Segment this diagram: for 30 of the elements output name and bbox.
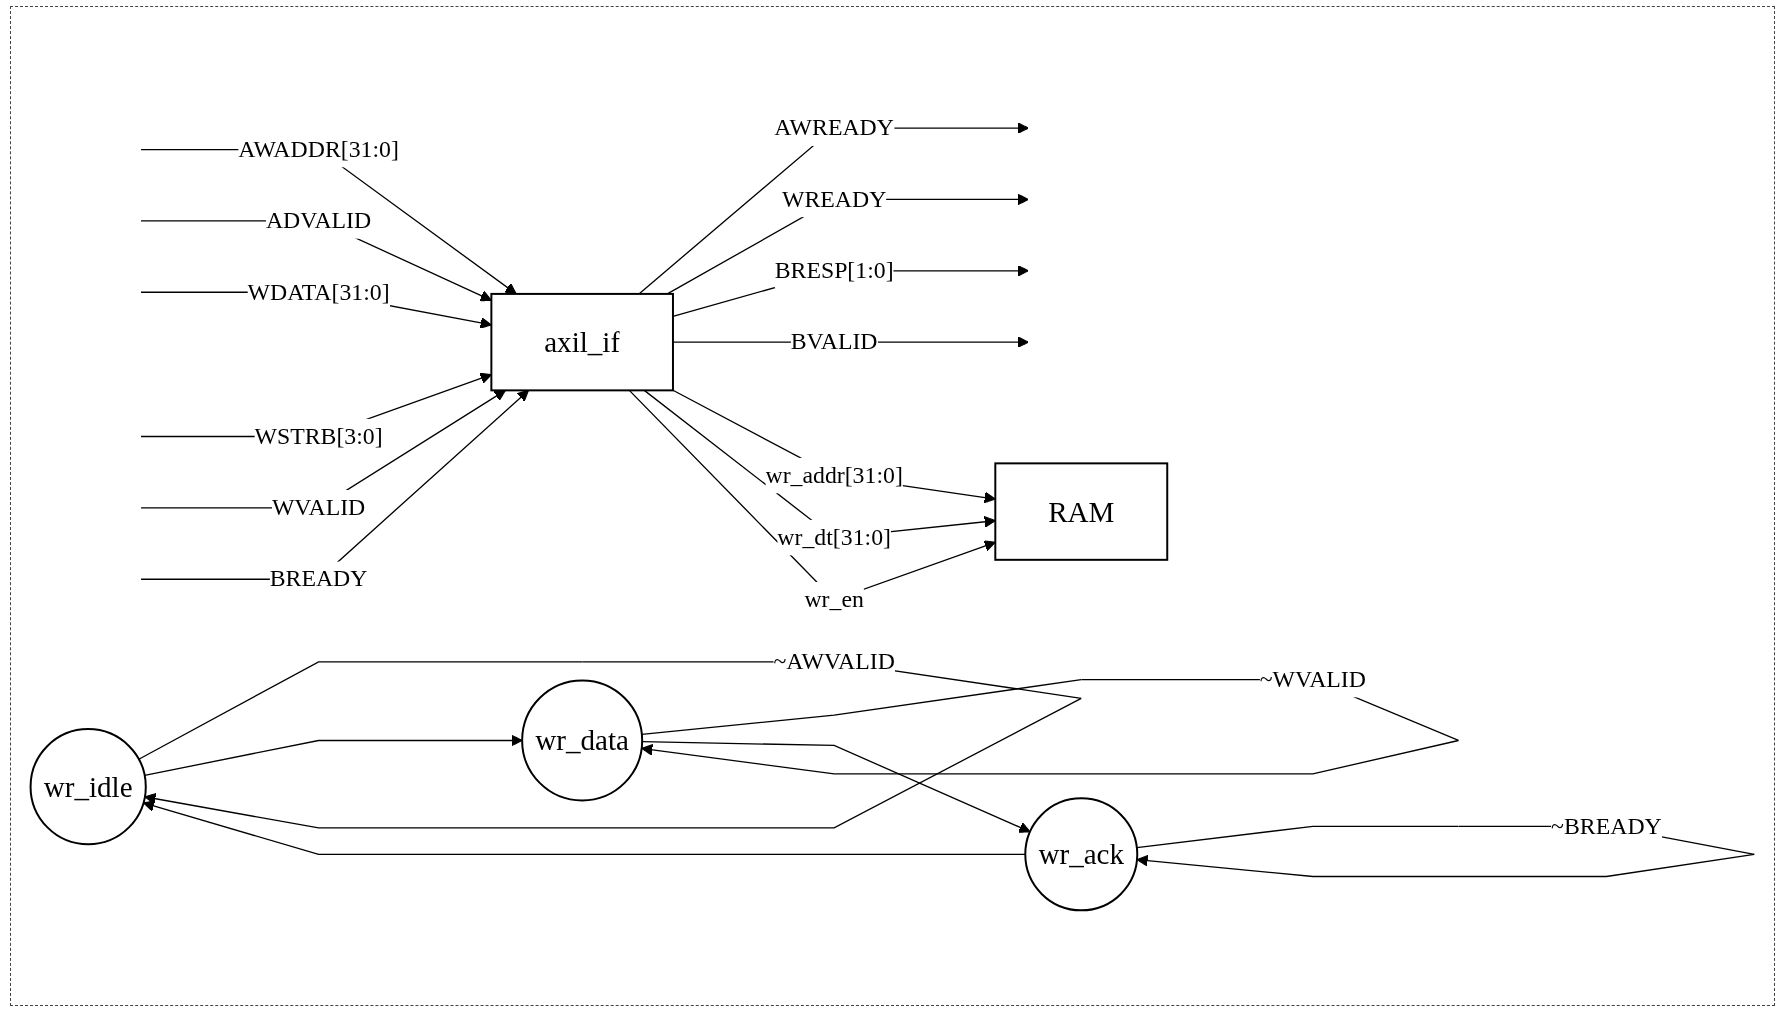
edge-label: BREADY xyxy=(269,565,368,592)
node-circle: wr_data xyxy=(521,679,644,802)
edge-label: ~WVALID xyxy=(1259,665,1366,693)
node-circle: wr_idle xyxy=(29,728,147,846)
edge-label: WSTRB[3:0] xyxy=(254,422,383,450)
edge-label: wr_en xyxy=(804,585,864,613)
arrow xyxy=(641,741,1031,833)
edge-label: BVALID xyxy=(790,328,878,355)
edge-label: WDATA[31:0] xyxy=(247,278,390,305)
edge-label: wr_addr[31:0] xyxy=(765,461,903,489)
edge-label: wr_dt[31:0] xyxy=(777,523,891,551)
node-box: RAM xyxy=(994,462,1169,561)
edge-label: WREADY xyxy=(781,185,887,212)
edge-label: AWREADY xyxy=(774,114,894,141)
edge-label: ADVALID xyxy=(265,207,372,234)
edge-label: BRESP[1:0] xyxy=(774,256,894,284)
node-box: axil_if xyxy=(490,292,674,392)
node-circle: wr_ack xyxy=(1024,797,1139,912)
arrow xyxy=(140,148,517,295)
arrow xyxy=(672,389,996,504)
edge-label: ~AWVALID xyxy=(773,648,895,675)
edge-label: ~BREADY xyxy=(1551,812,1662,839)
arrow xyxy=(142,800,1026,855)
arrow xyxy=(638,122,1029,295)
arrow xyxy=(666,193,1029,295)
arrow xyxy=(140,389,506,509)
arrow xyxy=(140,389,530,580)
edge-label: AWADDR[31:0] xyxy=(238,135,399,163)
edge-label: WVALID xyxy=(271,494,366,521)
arrow xyxy=(144,734,523,776)
